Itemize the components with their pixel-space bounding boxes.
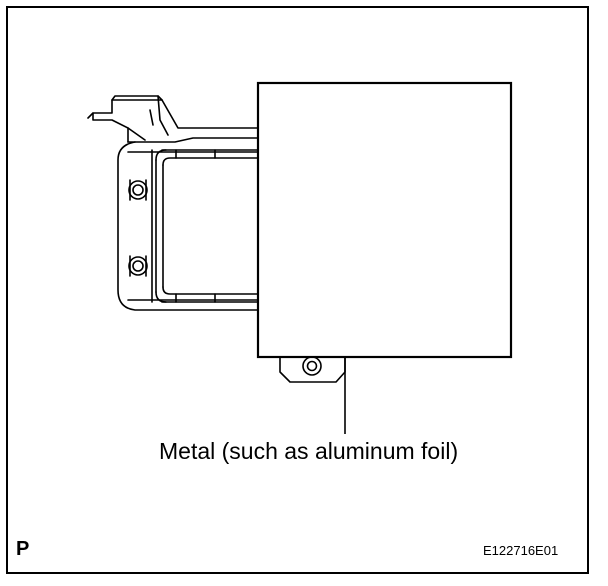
mounting-bracket bbox=[117, 137, 259, 311]
bolt-lower bbox=[128, 255, 148, 277]
bolt-upper bbox=[128, 179, 148, 201]
bracket-tab bbox=[87, 95, 259, 143]
figure-id: E122716E01 bbox=[483, 543, 559, 558]
bottom-tab bbox=[279, 356, 346, 383]
metal-foil-box bbox=[256, 81, 513, 359]
callout-label: Metal (such as aluminum foil) bbox=[159, 438, 459, 464]
corner-mark: P bbox=[16, 538, 30, 560]
